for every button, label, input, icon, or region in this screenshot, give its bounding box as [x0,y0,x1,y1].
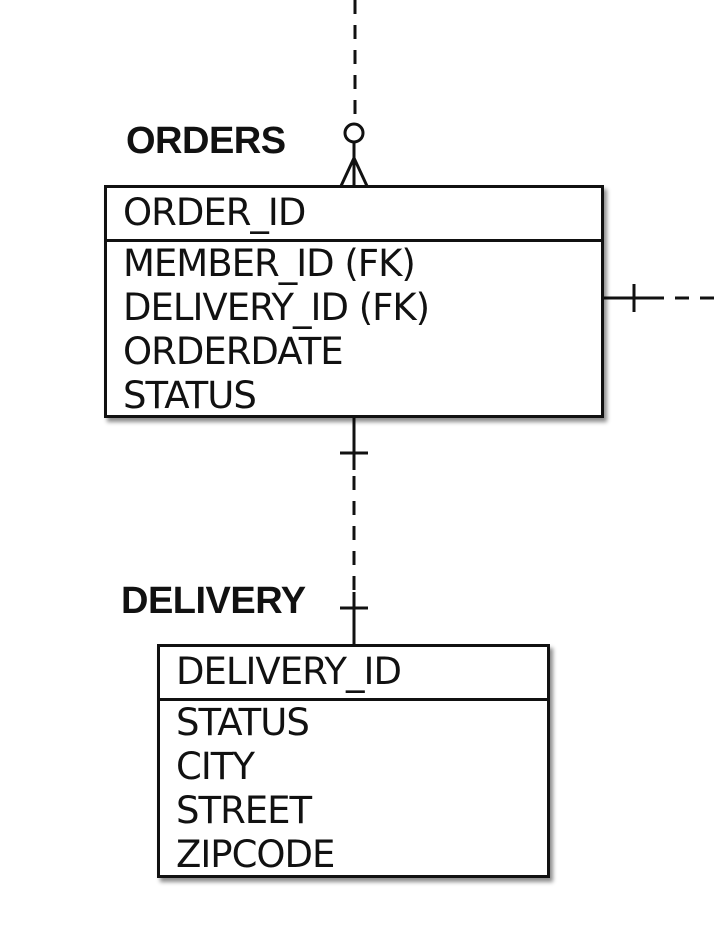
zero-optionality-circle [343,122,365,144]
attribute-orderdate: ORDERDATE [123,330,344,373]
crowfoot-right-prong [352,157,369,187]
attribute-city: CITY [176,745,255,788]
attribute-status: STATUS [123,374,257,417]
attribute-delivery-id: DELIVERY_ID (FK) [123,286,430,329]
attribute-section: MEMBER_ID (FK) DELIVERY_ID (FK) ORDERDAT… [107,242,601,417]
entity-delivery[interactable]: DELIVERY_ID STATUS CITY STREET ZIPCODE [157,644,550,878]
primary-key-section: DELIVERY_ID [160,647,547,701]
entity-title-delivery: DELIVERY [121,580,306,622]
entity-orders[interactable]: ORDER_ID MEMBER_ID (FK) DELIVERY_ID (FK)… [104,185,604,418]
attribute-zipcode: ZIPCODE [176,833,335,876]
pk-field-order-id: ORDER_ID [123,191,306,234]
attribute-status: STATUS [176,701,310,744]
attribute-member-id: MEMBER_ID (FK) [123,242,416,285]
pk-field-delivery-id: DELIVERY_ID [176,650,402,693]
entity-title-orders: ORDERS [126,120,286,162]
crowfoot-left-prong [339,157,356,187]
attribute-section: STATUS CITY STREET ZIPCODE [160,701,547,876]
attribute-street: STREET [176,789,312,832]
primary-key-section: ORDER_ID [107,188,601,242]
